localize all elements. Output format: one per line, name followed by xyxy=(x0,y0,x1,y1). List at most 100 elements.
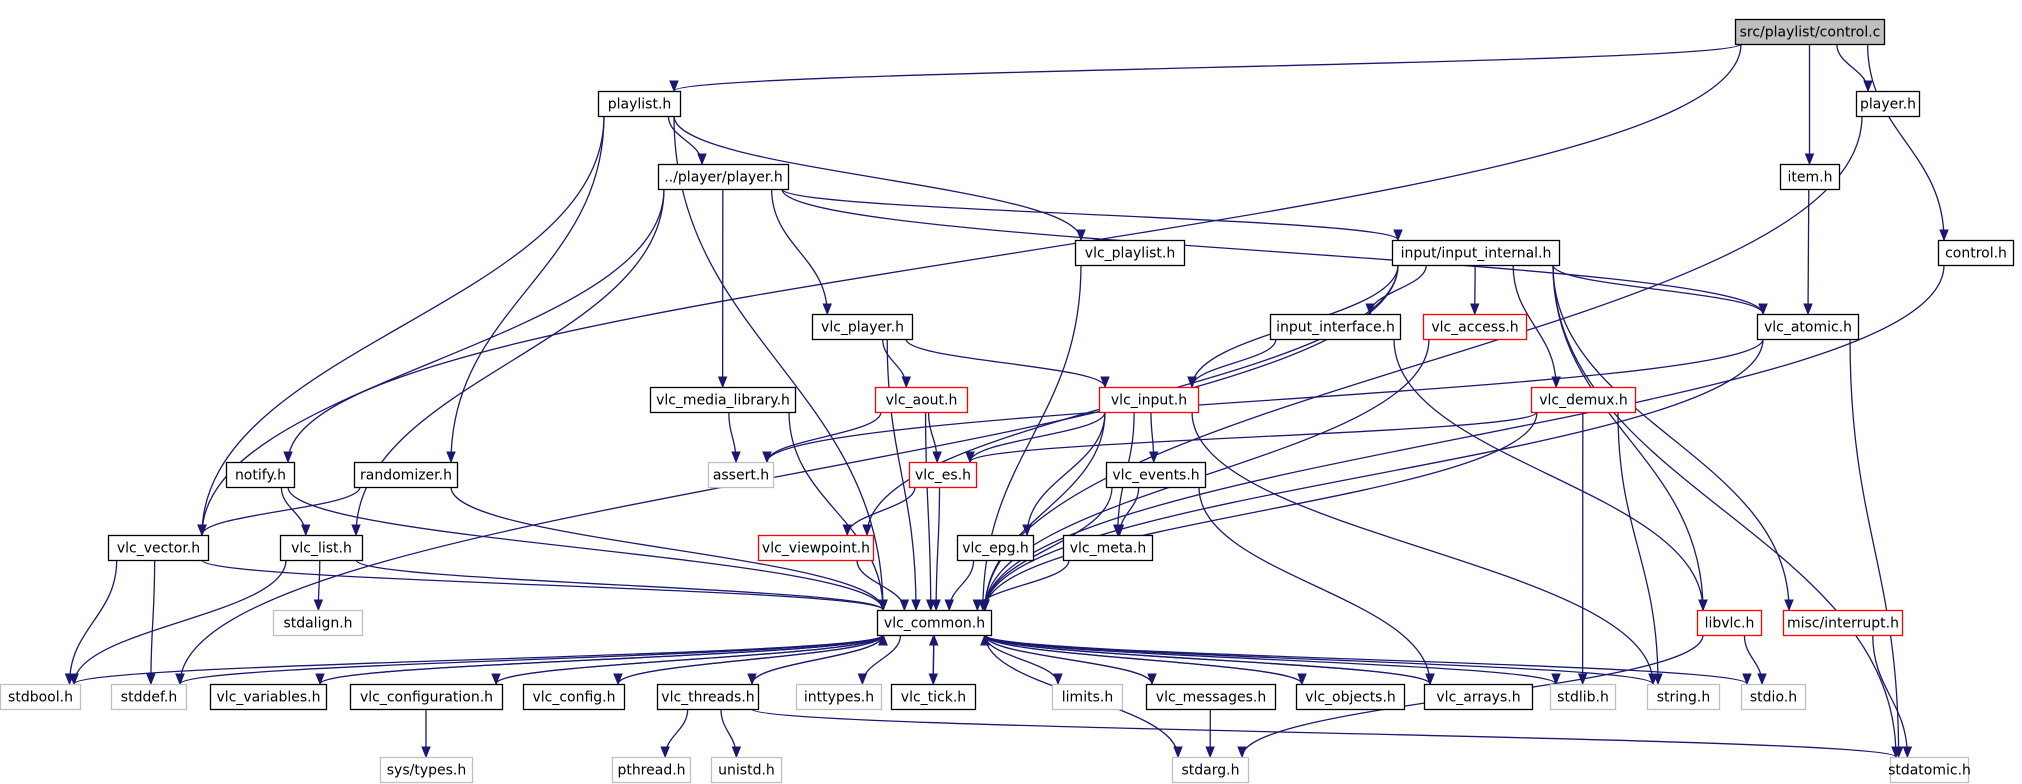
node-box xyxy=(379,756,474,784)
node-control-h[interactable]: control.h xyxy=(1937,239,2015,267)
node-vlc-demux-h[interactable]: vlc_demux.h xyxy=(1530,386,1637,414)
edge-arrowhead xyxy=(762,451,772,464)
edge-arrowhead xyxy=(911,599,921,612)
node-box xyxy=(1855,90,1921,118)
node-unistd-h: unistd.h xyxy=(710,756,783,784)
edge-arrowhead xyxy=(1804,153,1815,166)
node-label: vlc_aout.h xyxy=(886,393,958,409)
node-box xyxy=(1422,313,1528,341)
node-box xyxy=(0,683,82,711)
node-box xyxy=(1098,386,1200,414)
edge-arrowhead xyxy=(315,673,325,686)
edge-player_player_h-to-vlc_atomic_h xyxy=(781,188,1764,315)
edge-arrowhead xyxy=(842,524,852,537)
node-label: libvlc.h xyxy=(1705,616,1755,632)
edge-vlc_common_h-to-stdbool_h xyxy=(73,634,884,685)
node-vlc-common-h[interactable]: vlc_common.h xyxy=(876,609,993,637)
edge-arrowhead xyxy=(146,673,156,686)
edge-vlc_common_h-to-stdio_h xyxy=(984,634,1748,685)
node-misc-interrupt-h[interactable]: misc/interrupt.h xyxy=(1782,609,1904,637)
edge-vlc_config_h-to-vlc_common_h xyxy=(617,634,884,685)
node-label: vlc_es.h xyxy=(915,468,971,484)
edge-arrowhead xyxy=(1939,229,1949,242)
node-box xyxy=(522,683,626,711)
node-label: pthread.h xyxy=(617,763,685,779)
node-vlc-list-h[interactable]: vlc_list.h xyxy=(279,534,364,562)
node-vlc-variables-h[interactable]: vlc_variables.h xyxy=(209,683,328,711)
node-label: vlc_threads.h xyxy=(661,690,754,706)
node-playlist-h[interactable]: playlist.h xyxy=(597,90,682,118)
node-box xyxy=(1646,683,1721,711)
edge-arrowhead xyxy=(1053,673,1063,686)
node-string-h: string.h xyxy=(1646,683,1721,711)
node-label: vlc_common.h xyxy=(884,616,985,632)
node-vlc-viewpoint-h[interactable]: vlc_viewpoint.h xyxy=(757,534,875,562)
edge-vlc_atomic_h-to-assert_h xyxy=(766,338,1764,463)
edge-player_player_h-to-input_internal_h xyxy=(781,188,1399,241)
node-item-h[interactable]: item.h xyxy=(1779,163,1841,191)
edge-player_player_h-to-vlc_player_h xyxy=(771,188,828,315)
node-box xyxy=(110,683,188,711)
node-vlc-epg-h[interactable]: vlc_epg.h xyxy=(956,534,1035,562)
node-vlc-arrays-h[interactable]: vlc_arrays.h xyxy=(1423,683,1534,711)
node-vlc-messages-h[interactable]: vlc_messages.h xyxy=(1145,683,1277,711)
node-player-player-h[interactable]: ../player/player.h xyxy=(657,163,790,191)
node-libvlc-h[interactable]: libvlc.h xyxy=(1696,609,1763,637)
edge-arrowhead xyxy=(932,451,942,464)
node-assert-h: assert.h xyxy=(707,461,775,489)
node-vlc-meta-h[interactable]: vlc_meta.h xyxy=(1062,534,1154,562)
node-player-h[interactable]: player.h xyxy=(1855,90,1921,118)
node-vlc-tick-h[interactable]: vlc_tick.h xyxy=(890,683,977,711)
node-label: vlc_demux.h xyxy=(1539,393,1628,409)
node-box xyxy=(597,90,682,118)
node-label: vlc_vector.h xyxy=(117,541,200,557)
node-vlc-threads-h[interactable]: vlc_threads.h xyxy=(656,683,760,711)
node-label: vlc_media_library.h xyxy=(656,393,790,409)
node-vlc-input-h[interactable]: vlc_input.h xyxy=(1098,386,1200,414)
node-vlc-playlist-h[interactable]: vlc_playlist.h xyxy=(1074,239,1186,267)
node-input-internal-h[interactable]: input/input_internal.h xyxy=(1391,239,1561,267)
edge-input_internal_h-to-input_interface_h xyxy=(1369,264,1427,315)
node-stddef-h: stddef.h xyxy=(110,683,188,711)
edge-input_internal_h-to-vlc_demux_h xyxy=(1512,264,1557,388)
edge-arrowhead xyxy=(283,451,293,464)
node-vlc-access-h[interactable]: vlc_access.h xyxy=(1422,313,1528,341)
node-input-interface-h[interactable]: input_interface.h xyxy=(1269,313,1402,341)
node-layer: src/playlist/control.c playlist.h player.h… xyxy=(0,18,2015,784)
node-vlc-objects-h[interactable]: vlc_objects.h xyxy=(1295,683,1406,711)
edge-vlc_threads_h-to-vlc_common_h xyxy=(751,634,884,685)
node-box xyxy=(956,534,1035,562)
node-notify-h[interactable]: notify.h xyxy=(225,461,296,489)
node-vlc-config-h[interactable]: vlc_config.h xyxy=(522,683,626,711)
node-label: sys/types.h xyxy=(387,763,466,779)
edge-arrowhead xyxy=(857,673,868,686)
node-vlc-vector-h[interactable]: vlc_vector.h xyxy=(107,534,210,562)
node-vlc-media-library-h[interactable]: vlc_media_library.h xyxy=(649,386,797,414)
node-vlc-es-h[interactable]: vlc_es.h xyxy=(908,461,978,489)
node-vlc-events-h[interactable]: vlc_events.h xyxy=(1105,461,1207,489)
node-inttypes-h: inttypes.h xyxy=(795,683,883,711)
edge-vlc_media_library_h-to-vlc_common_h xyxy=(788,411,884,611)
edge-arrowhead xyxy=(1470,303,1480,316)
edge-vlc_player_h-to-vlc_aout_h xyxy=(882,338,907,388)
edge-playlist_h-to-vlc_vector_h xyxy=(201,115,605,536)
edge-arrowhead xyxy=(717,376,728,389)
node-vlc-atomic-h[interactable]: vlc_atomic.h xyxy=(1756,313,1860,341)
node-vlc-configuration-h[interactable]: vlc_configuration.h xyxy=(349,683,504,711)
node-box xyxy=(710,756,783,784)
node-label: notify.h xyxy=(235,468,286,484)
node-vlc-aout-h[interactable]: vlc_aout.h xyxy=(874,386,969,414)
node-label: limits.h xyxy=(1062,690,1113,706)
node-box xyxy=(1937,239,2015,267)
node-label: playlist.h xyxy=(608,97,672,113)
node-control-c[interactable]: src/playlist/control.c xyxy=(1734,18,1886,46)
edge-arrowhead xyxy=(1803,303,1813,316)
node-label: vlc_tick.h xyxy=(901,690,966,706)
node-vlc-player-h[interactable]: vlc_player.h xyxy=(811,313,914,341)
edge-arrowhead xyxy=(878,633,888,646)
edge-arrowhead xyxy=(197,524,207,537)
node-label: stdlib.h xyxy=(1557,690,1609,706)
node-stdbool-h: stdbool.h xyxy=(0,683,82,711)
node-randomizer-h[interactable]: randomizer.h xyxy=(353,461,459,489)
